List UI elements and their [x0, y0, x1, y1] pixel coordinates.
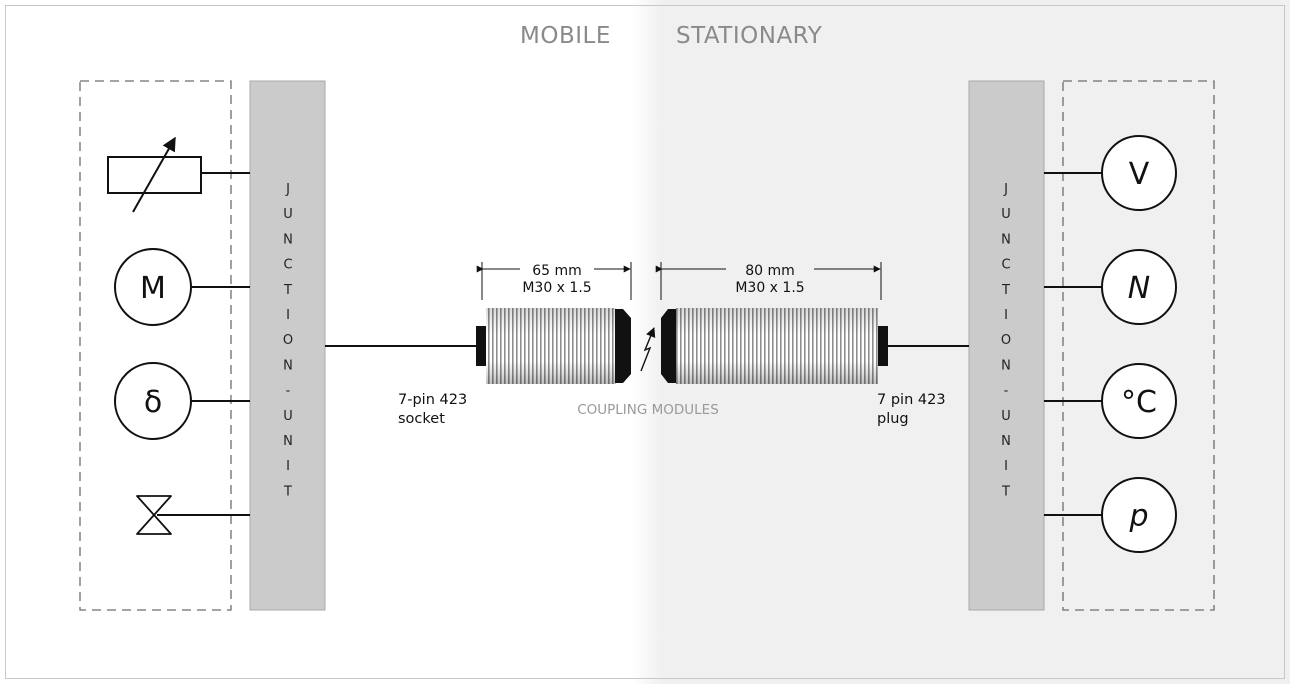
temperature-symbol: °C [1101, 363, 1177, 439]
junction-letter: I [1004, 308, 1008, 323]
wireless-link-icon [640, 327, 656, 372]
right-junction-unit [968, 80, 1045, 611]
right-connector-kind: plug [877, 411, 909, 427]
svg-text:p: p [1128, 499, 1148, 534]
junction-letter: N [1001, 232, 1011, 247]
left-connector-kind: socket [398, 411, 445, 427]
junction-letter: U [283, 207, 293, 222]
left-dimension-length: 65 mm [532, 263, 582, 279]
coupling-modules-label: COUPLING MODULES [577, 402, 719, 418]
variable-resistor-icon [107, 136, 202, 213]
left-connector-type: 7-pin 423 [398, 392, 467, 408]
left-junction-unit [249, 80, 326, 611]
junction-letter: T [1001, 283, 1010, 298]
delta-symbol: δ [114, 362, 192, 440]
motor-symbol: M [114, 248, 192, 326]
right-dimension-length: 80 mm [745, 263, 795, 279]
junction-letter: N [1001, 434, 1011, 449]
junction-letter: J [285, 182, 290, 197]
region-divider [632, 0, 662, 684]
outer-frame [5, 5, 1285, 679]
pressure-symbol: p [1101, 477, 1177, 553]
speed-symbol: N [1101, 249, 1177, 325]
svg-text:V: V [1129, 157, 1150, 192]
left-dimension-thread: M30 x 1.5 [522, 280, 591, 296]
junction-letter: I [286, 459, 290, 474]
right-sensor-enclosure [1062, 80, 1215, 611]
junction-letter: T [283, 283, 292, 298]
right-connector-type: 7 pin 423 [877, 392, 946, 408]
mobile-label: MOBILE [520, 23, 611, 49]
svg-text:M: M [140, 271, 166, 306]
left-sensor-enclosure [79, 80, 232, 611]
right-dimension-thread: M30 x 1.5 [735, 280, 804, 296]
junction-letter: U [1001, 207, 1011, 222]
junction-letter: I [1004, 459, 1008, 474]
junction-letter: U [1001, 409, 1011, 424]
junction-letter: - [1004, 384, 1009, 399]
right-coupling-module [661, 308, 888, 384]
junction-letter: C [283, 258, 292, 273]
left-dimension [476, 262, 632, 300]
valve-icon [136, 495, 172, 535]
svg-text:δ: δ [144, 385, 162, 420]
stationary-label: STATIONARY [676, 23, 823, 49]
junction-letter: O [283, 333, 293, 348]
junction-letter: N [283, 232, 293, 247]
voltage-symbol: V [1101, 135, 1177, 211]
junction-letter: T [1001, 484, 1010, 499]
junction-letter: O [1001, 333, 1011, 348]
junction-letter: N [1001, 358, 1011, 373]
junction-letter: U [283, 409, 293, 424]
svg-text:°C: °C [1121, 385, 1157, 420]
junction-letter: C [1001, 258, 1010, 273]
left-coupling-module [476, 308, 631, 384]
junction-letter: N [283, 358, 293, 373]
svg-text:N: N [1128, 271, 1150, 306]
junction-letter: N [283, 434, 293, 449]
junction-letter: J [1003, 182, 1008, 197]
junction-letter: T [283, 484, 292, 499]
junction-letter: I [286, 308, 290, 323]
junction-letter: - [286, 384, 291, 399]
right-dimension [655, 262, 882, 300]
